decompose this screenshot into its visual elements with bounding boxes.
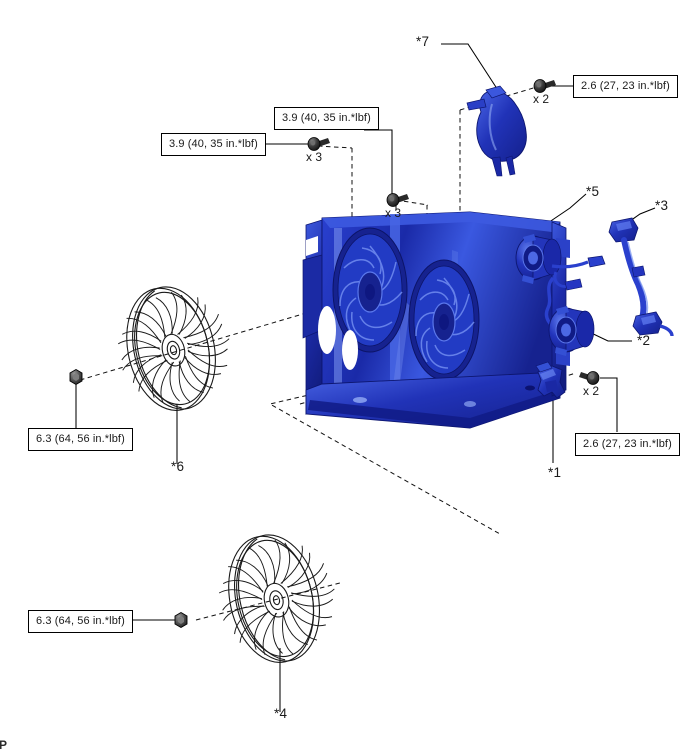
part-reference: *5 [586, 184, 600, 199]
shroud-mount-hole-3 [525, 385, 535, 391]
shroud-opening-right [408, 259, 480, 381]
quantity-label: x 3 [306, 150, 323, 164]
part-reference: *4 [274, 706, 288, 721]
leader-7 [441, 43, 506, 102]
part-reference: *3 [655, 198, 669, 213]
part-1-bracket [535, 361, 566, 399]
shroud-window-2 [342, 330, 358, 370]
shroud-window-1 [318, 306, 336, 354]
torque-callout-box: 2.6 (27, 23 in.*lbf) [575, 433, 680, 456]
torque-callout-box: 3.9 (40, 35 in.*lbf) [274, 107, 379, 130]
bolt-3 [533, 79, 556, 93]
part-reference: *1 [548, 465, 562, 480]
part-reference: *7 [416, 34, 430, 49]
part-reference: *6 [171, 459, 185, 474]
bolt-1 [307, 137, 330, 151]
shroud-top-flange [322, 212, 560, 232]
torque-callout-box: 3.9 (40, 35 in.*lbf) [161, 133, 266, 156]
shroud-mount-hole-1 [353, 397, 367, 403]
axis-fan4 [195, 582, 341, 621]
bolt-4 [579, 371, 600, 385]
axis-bolt-left-diag [317, 145, 353, 149]
quantity-label: x 2 [533, 92, 550, 106]
torque-callout-box: 2.6 (27, 23 in.*lbf) [573, 75, 678, 98]
part-2-fan-motor [548, 306, 595, 356]
shroud-highlight-2 [392, 300, 410, 398]
nut-6 [69, 368, 83, 386]
part-reference: *2 [637, 333, 651, 348]
shroud-notch [306, 236, 318, 256]
corner-mark: P [0, 738, 8, 752]
quantity-label: x 2 [583, 384, 600, 398]
part-3-wire-harness [608, 217, 674, 337]
axis-bolt-mid-diag [395, 199, 429, 206]
shroud-bottom-lip [308, 390, 560, 428]
part-5-fan-motor [515, 234, 606, 332]
quantity-label: x 3 [385, 206, 402, 220]
shroud-opening-left [332, 227, 408, 353]
torque-callout-box: 6.3 (64, 56 in.*lbf) [28, 610, 133, 633]
part-7-reservoir [466, 85, 527, 177]
torque-callout-box: 6.3 (64, 56 in.*lbf) [28, 428, 133, 451]
fan-blade-6 [118, 286, 230, 411]
shroud-mount-hole-2 [464, 401, 476, 407]
leader-torque2 [364, 129, 393, 196]
leader-torque5 [600, 377, 618, 432]
fan-shroud-assembly [302, 211, 570, 429]
fan-blade-4 [218, 534, 335, 663]
bolt-2 [386, 193, 409, 207]
nut-4 [174, 611, 188, 629]
